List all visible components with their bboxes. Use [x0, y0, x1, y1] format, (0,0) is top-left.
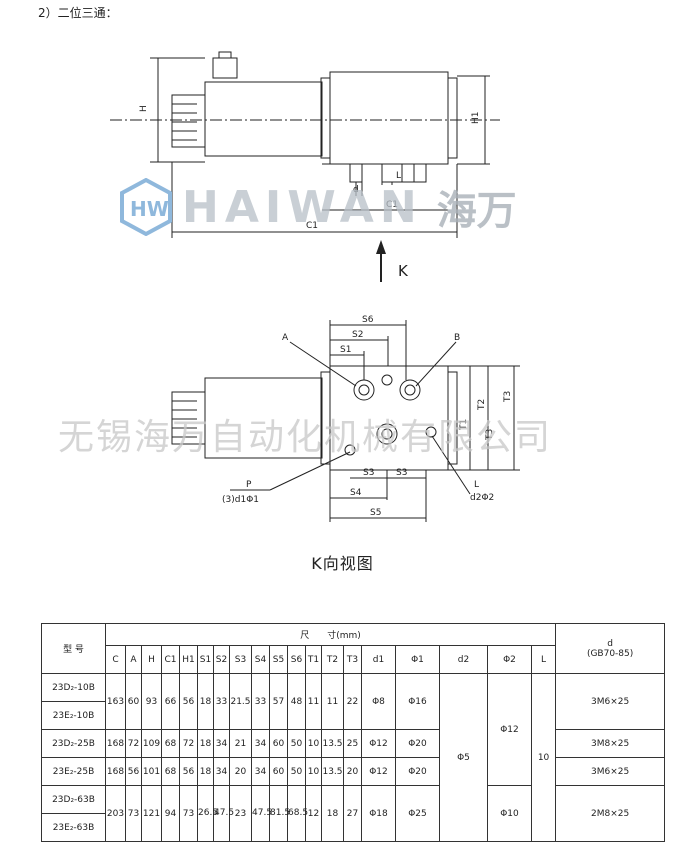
port-l-label: L — [474, 480, 479, 490]
dim-s2-label: S2 — [352, 330, 363, 340]
brand-name: HAIWAN — [182, 181, 423, 233]
col-header: Φ1 — [395, 645, 440, 674]
table-row: 23D₂-25B 168 72 109 68 72 18 34 21 34 60… — [41, 729, 666, 758]
dim-c1-top-label: C1 — [386, 200, 398, 210]
table-row: 23E₂-25B 168 56 101 68 56 18 34 20 34 60… — [41, 757, 666, 786]
col-header: C — [105, 645, 126, 674]
hw-logo-icon: HW — [120, 178, 172, 236]
dim-l-label: L — [396, 171, 401, 181]
port-p — [376, 423, 398, 445]
bolt-header: d(GB70-85) — [555, 623, 666, 674]
dim-t3-label: T3 — [503, 391, 513, 403]
dim-s4-label: S4 — [350, 488, 362, 498]
port-a-label: A — [282, 333, 289, 343]
col-header: A — [125, 645, 142, 674]
plug-head — [212, 57, 238, 79]
k-view-title: K向视图 — [311, 554, 374, 573]
section-heading: 2）二位三通： — [38, 6, 118, 20]
col-header: H — [141, 645, 162, 674]
connector-block — [171, 94, 206, 148]
col-header: S4 — [251, 645, 270, 674]
dim-s1-label: S1 — [340, 345, 351, 355]
shared-d2: Φ5 — [439, 673, 488, 842]
table-row: 23D₂-10B 163 60 93 66 56 18 33 21.5 33 5… — [41, 673, 666, 842]
brand-watermark: HW HAIWAN 海万 — [120, 178, 517, 236]
port-p-label: P — [246, 480, 252, 490]
col-header: Φ2 — [487, 645, 532, 674]
dim-t3b-label: T3 — [485, 429, 495, 441]
col-header: S6 — [287, 645, 306, 674]
col-header: L — [530, 645, 557, 674]
col-header: S5 — [269, 645, 288, 674]
k-arrow-label: K — [398, 262, 409, 280]
dim-t1-label: T1 — [459, 419, 469, 431]
port-b — [399, 379, 421, 401]
dimension-header: 尺 寸(mm) — [104, 623, 557, 646]
col-header: C1 — [161, 645, 180, 674]
col-header: d1 — [361, 645, 396, 674]
shared-phi2-b: Φ10 — [487, 785, 532, 842]
col-header: T1 — [305, 645, 322, 674]
col-header: S2 — [213, 645, 230, 674]
col-header: d2 — [439, 645, 488, 674]
col-header: T3 — [343, 645, 362, 674]
port-a — [353, 379, 375, 401]
dim-s6-label: S6 — [362, 315, 374, 325]
valve-body — [329, 71, 449, 165]
spec-table: 型 号 尺 寸(mm) d(GB70-85) C A H C1 H1 S1 S2… — [41, 623, 666, 842]
model-header: 型 号 — [41, 623, 106, 674]
dim-d-label: d — [353, 185, 359, 195]
dim-s3b-label: S3 — [396, 468, 407, 478]
brand-name-cn: 海万 — [436, 188, 517, 234]
port-l-size-label: d2Φ2 — [470, 493, 494, 503]
table-row: 23D₂-63B 203 73 121 94 73 26.5 47.5 23 4… — [41, 785, 666, 842]
dim-c1-bottom-label: C1 — [306, 221, 318, 231]
port-p-size-label: (3)d1Φ1 — [222, 495, 259, 505]
solenoid-coil — [204, 81, 323, 157]
shared-l: 10 — [530, 673, 557, 842]
svg-text:HW: HW — [130, 197, 169, 221]
table-row: 23E₂-63B — [41, 813, 665, 842]
col-header: H1 — [179, 645, 198, 674]
dim-t2-label: T2 — [477, 399, 487, 411]
col-header: S1 — [197, 645, 214, 674]
dim-h-label: H — [139, 105, 149, 112]
col-header: T2 — [321, 645, 344, 674]
company-watermark: 无锡海万自动化机械有限公司 — [58, 417, 553, 458]
dim-s3a-label: S3 — [363, 468, 374, 478]
col-header: S3 — [229, 645, 252, 674]
dim-h1-label: H1 — [471, 112, 481, 125]
dim-s5-label: S5 — [370, 508, 381, 518]
port-b-label: B — [454, 333, 460, 343]
shared-phi2-a: Φ12 — [487, 673, 532, 786]
valve-drawing: H H1 d L C1 C1 K S6 S2 S1 A B T3 T2 T1 T… — [110, 51, 520, 522]
